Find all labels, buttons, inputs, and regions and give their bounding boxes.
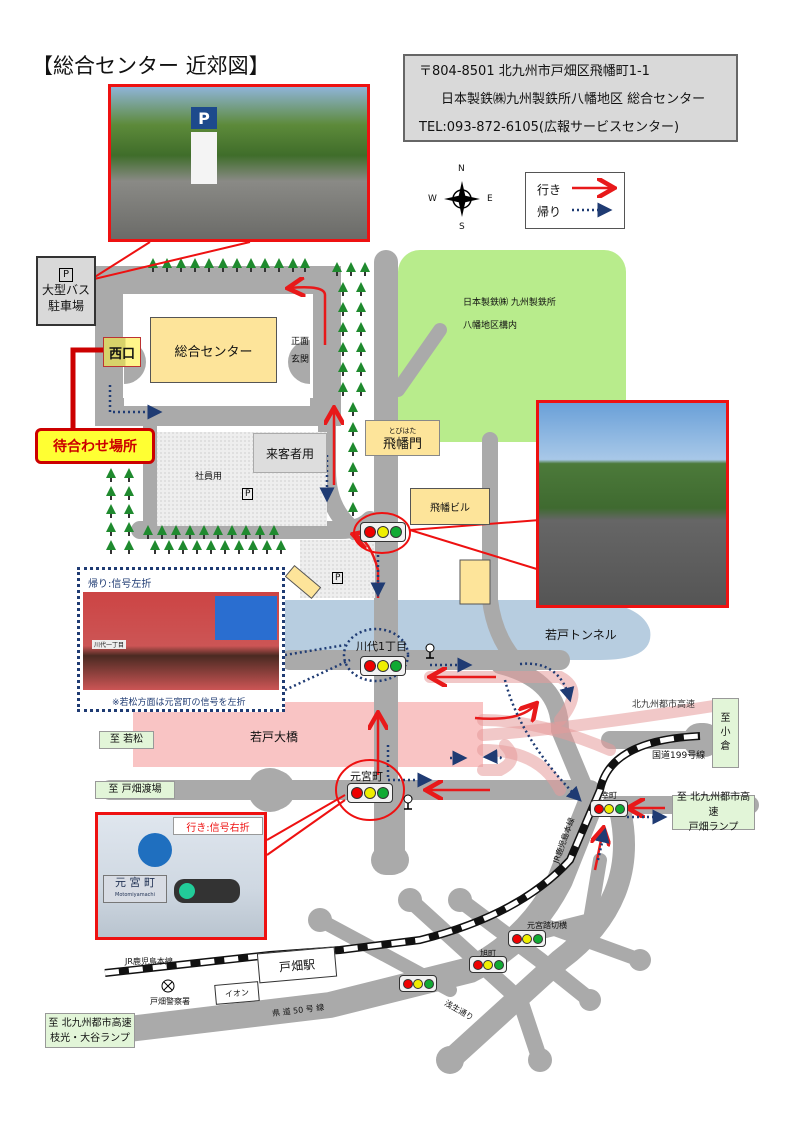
dest-edamitsu-ramp: 至 北九州都市高速枝光・大谷ランプ (45, 1013, 135, 1048)
bridge-label: 若戸大橋 (250, 730, 299, 744)
return-turn-photo: 帰り:信号左折 川代一丁目 ※若松方面は元宮町の信号を左折 (77, 567, 285, 712)
pedestrian-bridge-icon (403, 643, 435, 810)
west-gate: 西口 (103, 337, 141, 367)
motomiya-sign-en: Motomiyamachi (115, 892, 155, 898)
dest-wakamatsu: 至 若松 (99, 731, 154, 749)
works-area (398, 250, 626, 442)
compass-e: E (487, 194, 493, 204)
dest-kokura-1: 至 (720, 713, 731, 724)
bus-parking-photo: P (108, 84, 370, 242)
police-label: 戸畑警察署 (150, 997, 190, 1006)
kamachi-label: 幸町 (601, 791, 617, 800)
dest-kokura-2: 小 (720, 727, 731, 738)
kawashiro-sign: 川代一丁目 (92, 640, 127, 649)
bus-parking-label2: 駐車場 (47, 299, 84, 313)
return-note: ※若松方面は元宮町の信号を左折 (112, 698, 246, 708)
dest-edamitsu-2: 枝光・大谷ランプ (50, 1032, 130, 1044)
dest-kokura-3: 倉 (720, 741, 731, 752)
works-label: 日本製鉄㈱ 九州製鉄所 (463, 298, 556, 308)
parking-icon: P (58, 268, 74, 282)
gate-intersection-photo (536, 400, 729, 608)
traffic-light (399, 975, 437, 992)
kawashiro-label: 川代1丁目 (356, 640, 407, 653)
dest-ferry: 至 戸畑渡場 (95, 781, 175, 799)
police-icon (161, 979, 175, 993)
crossing-label: 元宮踏切横 (527, 921, 567, 930)
page-title: 【総合センター 近郊図】 (32, 54, 270, 78)
outbound-route (290, 287, 665, 871)
postal-address: 〒804-8501 北九州市戸畑区飛幡町1-1 (419, 64, 650, 79)
legend-return: 帰り (537, 205, 562, 219)
expressway-label: 北九州都市高速 (632, 700, 696, 710)
tobihata-building: 飛幡ビル (410, 488, 490, 525)
bus-parking: P 大型バス 駐車場 (36, 256, 96, 326)
telephone: TEL:093-872-6105(広報サービスセンター) (419, 120, 680, 135)
dest-tobata-ramp: 至 北九州都市高速戸畑ランプ (672, 792, 755, 833)
gate-ruby: とびはた (388, 427, 417, 435)
compass-w: W (428, 194, 437, 204)
traffic-light (360, 522, 406, 542)
outbound-caption: 行き:信号右折 (173, 817, 263, 835)
asahi-label: 旭町 (480, 949, 496, 958)
visitor-parking: 来客者用 (253, 433, 327, 473)
dest-kokura: 至小倉 (712, 698, 739, 768)
traffic-light (347, 783, 393, 803)
motomiya-sign-jp: 元 宮 町 (115, 876, 155, 889)
compass-s: S (459, 222, 465, 232)
dest-edamitsu-1: 至 北九州都市高速 (48, 1017, 132, 1029)
address-box: 〒804-8501 北九州市戸畑区飛幡町1-1 日本製鉄㈱九州製鉄所八幡地区 総… (403, 54, 738, 142)
return-caption: 帰り:信号左折 (88, 579, 152, 590)
route199-label: 国道199号線 (652, 751, 706, 761)
traffic-light (590, 800, 628, 817)
tunnel-label: 若戸トンネル (545, 628, 617, 642)
front-entrance-label: 正面 (291, 337, 310, 347)
parking-icon: P (332, 572, 344, 584)
motomiya-sign: 元 宮 町 Motomiyamachi (103, 875, 167, 903)
outbound-turn-photo: 行き:信号右折 元 宮 町 Motomiyamachi (95, 812, 267, 940)
staff-parking-label: 社員用 (195, 472, 223, 482)
works-label2: 八幡地区構内 (463, 321, 518, 331)
compass-n: N (458, 164, 465, 174)
legend (525, 172, 625, 229)
bridge-area (133, 702, 483, 767)
parking-sign: P (191, 107, 217, 129)
meeting-point: 待合わせ場所 (35, 428, 155, 464)
general-center-building: 総合センター (150, 317, 277, 383)
jr-label: JR鹿児島本線 (125, 957, 173, 966)
parking-icon: P (242, 488, 254, 500)
motomiya-label: 元宮町 (350, 770, 383, 783)
traffic-light (360, 656, 406, 676)
tobihata-gate: とびはた 飛幡門 (365, 420, 440, 456)
dest-tobata-ramp-2: 戸畑ランプ (688, 822, 739, 833)
organization: 日本製鉄㈱九州製鉄所八幡地区 総合センター (441, 92, 706, 107)
gate-label: 飛幡門 (382, 437, 422, 452)
legend-outbound: 行き (537, 183, 562, 197)
return-route (108, 385, 668, 861)
traffic-light (508, 930, 546, 947)
aeon: イオン (214, 981, 260, 1005)
dest-tobata-ramp-1: 至 北九州都市高速 (676, 792, 751, 818)
bus-parking-label: 大型バス (41, 283, 90, 297)
compass-icon (444, 181, 480, 217)
front-entrance-label2: 玄関 (291, 355, 310, 365)
traffic-light (469, 956, 507, 973)
